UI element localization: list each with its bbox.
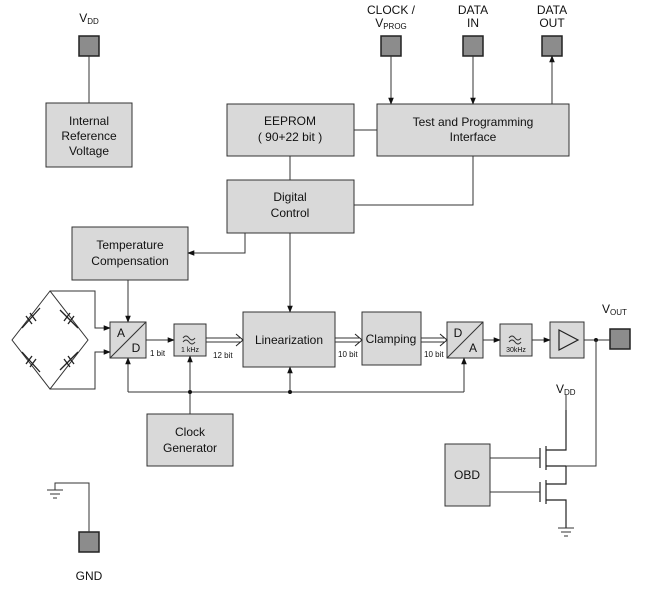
svg-text:Interface: Interface [450,130,497,144]
svg-text:CLOCK /: CLOCK / [367,3,416,17]
output-amplifier [549,321,585,359]
svg-text:A: A [117,326,125,340]
lowpass-filter-30khz: 30kHz [499,323,533,357]
clamping-block: Clamping [361,311,422,366]
bridge-element-1 [21,307,41,329]
svg-text:Clamping: Clamping [366,332,417,346]
data-in-pin: DATA IN [458,3,488,57]
temperature-compensation-block: Temperature Compensation [71,226,189,281]
svg-text:( 90+22 bit ): ( 90+22 bit ) [258,130,322,144]
data-out-pin: DATA OUT [537,3,567,57]
bus-arrow-2 [335,333,363,347]
vout-pin: VOUT [602,302,631,350]
svg-text:VPROG: VPROG [375,16,407,31]
svg-text:Compensation: Compensation [91,254,168,268]
eeprom-block: EEPROM ( 90+22 bit ) [226,103,355,157]
svg-text:Generator: Generator [163,441,217,455]
test-programming-block: Test and Programming Interface [376,103,570,157]
svg-text:D: D [454,326,463,340]
svg-text:A: A [469,341,477,355]
internal-reference-block: Internal Reference Voltage [45,102,133,168]
svg-text:Clock: Clock [175,425,206,439]
wires [47,55,610,537]
svg-text:DATA: DATA [458,3,488,17]
svg-text:1 kHz: 1 kHz [181,347,199,354]
svg-text:Reference: Reference [61,129,117,143]
upper-transistor [539,410,567,470]
vout-to-obd [566,340,597,467]
svg-text:D: D [132,341,141,355]
svg-text:OUT: OUT [539,16,565,30]
vdd-pad [78,35,100,57]
svg-text:VDD: VDD [79,11,99,26]
obd-vdd-label: VDD [556,382,576,397]
obd-block: OBD [444,443,491,507]
control-to-tempcomp [187,233,246,256]
svg-text:Internal: Internal [69,114,109,128]
gnd-pin: GND [76,531,103,583]
bus-arrow-1 [206,333,244,347]
obd-ground-symbol [558,527,574,537]
svg-text:Linearization: Linearization [255,333,323,347]
svg-text:DATA: DATA [537,3,567,17]
vout-pad [609,328,631,350]
interface-to-control [354,156,474,206]
linearization-block: Linearization [242,311,336,368]
bridge-element-4 [59,351,79,371]
svg-text:IN: IN [467,16,479,30]
bus-label-10bit-a: 10 bit [338,350,358,359]
lowpass-filter-1khz: 1 kHz [173,323,207,357]
clock-pin: CLOCK / VPROG [367,3,416,57]
svg-text:GND: GND [76,569,103,583]
adc-converter: A D [109,321,147,359]
bridge-sensor [11,290,111,390]
svg-text:OBD: OBD [454,468,480,482]
bus-label-10bit-b: 10 bit [424,350,444,359]
svg-text:Digital: Digital [273,190,306,204]
clock-generator-block: Clock Generator [146,413,234,467]
svg-text:EEPROM: EEPROM [264,114,316,128]
gnd-wire [54,482,90,532]
svg-text:Temperature: Temperature [96,238,164,252]
bus-label-1bit: 1 bit [150,349,166,358]
svg-text:Test and Programming: Test and Programming [413,115,534,129]
bridge-element-2 [59,309,79,329]
gnd-symbol [47,489,63,499]
dac-converter: D A [446,321,484,359]
bus-arrow-3 [421,333,448,347]
lower-transistor [539,466,567,528]
svg-text:VOUT: VOUT [602,302,627,317]
digital-control-block: Digital Control [226,179,355,234]
svg-text:Control: Control [271,206,310,220]
bus-label-12bit: 12 bit [213,351,233,360]
svg-text:30kHz: 30kHz [506,347,526,354]
svg-text:Voltage: Voltage [69,144,109,158]
data-out-pad [541,35,563,57]
data-in-pad [462,35,484,57]
bridge-element-3 [21,351,41,373]
gnd-pad [78,531,100,553]
clock-pad [380,35,402,57]
vdd-pin: VDD [78,11,100,57]
